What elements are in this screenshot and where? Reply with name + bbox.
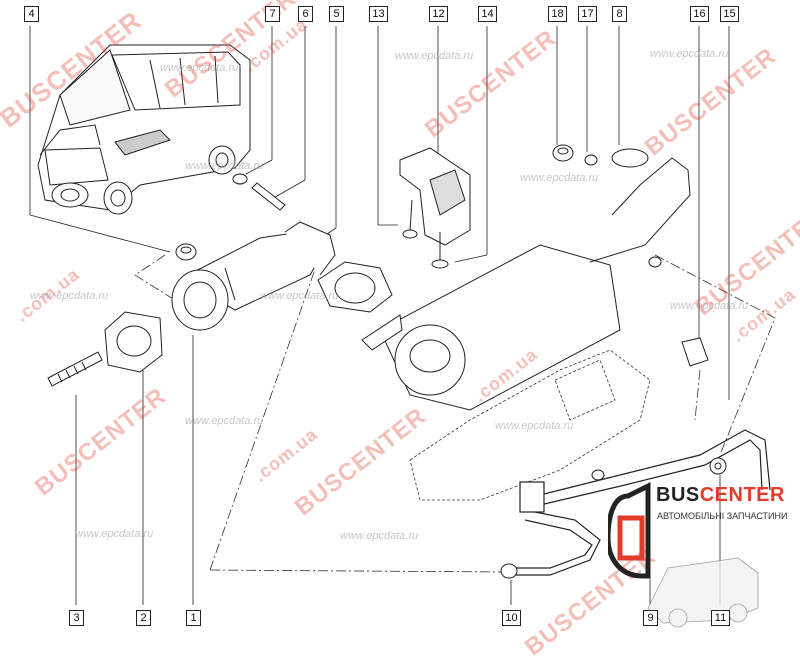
brand-name: BUSCENTER xyxy=(656,484,785,506)
callout-7: 7 xyxy=(265,6,280,22)
clamp-part-16 xyxy=(681,337,709,367)
callout-8: 8 xyxy=(612,6,627,22)
watermark-epcdata: www.epcdata.ru xyxy=(650,48,729,60)
watermark-epcdata: www.epcdata.ru xyxy=(185,415,264,427)
callout-17: 17 xyxy=(578,6,597,22)
sensor-pipes xyxy=(515,429,771,576)
callout-1: 1 xyxy=(186,610,201,626)
watermark-epcdata: www.epcdata.ru xyxy=(670,300,749,312)
watermark-epcdata: www.epcdata.ru xyxy=(160,62,239,74)
van-illustration xyxy=(37,44,251,215)
watermark-epcdata: www.epcdata.ru xyxy=(30,290,109,302)
callout-3: 3 xyxy=(69,610,84,626)
bolt-part-7 xyxy=(232,173,286,211)
callout-13: 13 xyxy=(369,6,388,22)
callout-4: 4 xyxy=(24,6,39,22)
callout-18: 18 xyxy=(548,6,567,22)
callout-14: 14 xyxy=(478,6,497,22)
callout-12: 12 xyxy=(429,6,448,22)
gasket-part-5 xyxy=(317,261,393,313)
stud-part-3 xyxy=(47,351,103,387)
callout-15: 15 xyxy=(720,6,739,22)
callout-11: 11 xyxy=(711,610,730,626)
gasket-part-2 xyxy=(104,311,163,373)
callout-5: 5 xyxy=(329,6,344,22)
brand-tagline: АВТОМОБІЛЬНІ ЗАПЧАСТИНИ xyxy=(657,511,788,521)
nut-part-4 xyxy=(175,243,197,261)
watermark-epcdata: www.epcdata.ru xyxy=(495,420,574,432)
muffler-assembly xyxy=(361,148,691,411)
callout-10: 10 xyxy=(502,610,521,626)
callout-6: 6 xyxy=(298,6,313,22)
watermark-epcdata: www.epcdata.ru xyxy=(260,290,339,302)
pre-cat-pipe-part-1 xyxy=(171,221,336,331)
buscenter-logo xyxy=(608,481,759,628)
assembly-lines xyxy=(134,254,776,573)
watermark-epcdata: www.epcdata.ru xyxy=(75,528,154,540)
engine-bracket-outline xyxy=(409,349,651,501)
watermark-epcdata: www.epcdata.ru xyxy=(520,172,599,184)
callout-16: 16 xyxy=(690,6,709,22)
callout-9: 9 xyxy=(643,610,658,626)
mount-bracket-part-12 xyxy=(399,147,471,269)
callout-2: 2 xyxy=(136,610,151,626)
sensor-parts xyxy=(500,457,727,579)
small-parts-18-17 xyxy=(552,144,598,166)
watermark-epcdata: www.epcdata.ru xyxy=(395,50,474,62)
watermark-epcdata: www.epcdata.ru xyxy=(185,160,264,172)
watermark-epcdata: www.epcdata.ru xyxy=(340,530,419,542)
